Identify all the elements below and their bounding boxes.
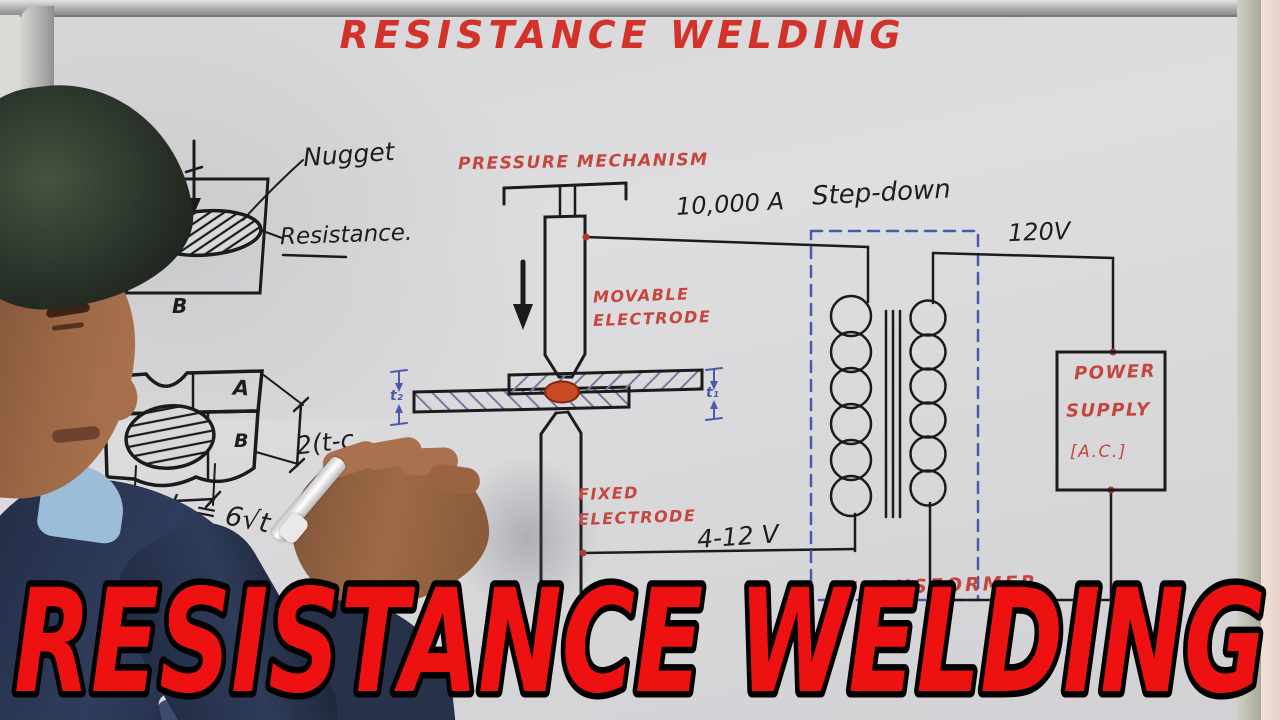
power-supply-label-3: [A.C.] — [1070, 442, 1127, 462]
power-supply-box — [1055, 350, 1167, 492]
resistance-label: Resistance. — [279, 219, 413, 251]
whiteboard-right-frame — [1237, 0, 1261, 720]
wall-right — [1261, 0, 1280, 720]
thickness-marks — [390, 367, 723, 426]
t2-label: t₂ — [390, 388, 403, 404]
movable-electrode-label-1: MOVABLE — [592, 284, 690, 307]
machine-sketch — [412, 181, 870, 594]
joint-plate-a-label: A — [232, 375, 250, 401]
joint-sketch — [102, 369, 310, 512]
video-title-overlay: RESISTANCE WELDING — [8, 558, 1273, 720]
fixed-electrode-label-1: FIXED — [577, 482, 640, 505]
primary-voltage-label: 120V — [1007, 216, 1071, 248]
whiteboard-top-frame — [0, 0, 1280, 17]
joint-plate-b-label: B — [234, 430, 249, 452]
board-title: RESISTANCE WELDING — [339, 13, 906, 57]
overlay-title-text: RESISTANCE WELDING — [14, 558, 1266, 720]
t1-label: t₁ — [706, 385, 719, 401]
power-supply-label-2: SUPPLY — [1065, 399, 1151, 422]
current-label: 10,000 A — [675, 187, 785, 221]
transformer-sketch — [809, 229, 1167, 605]
nugget-plate-b-label: B — [172, 294, 188, 318]
secondary-voltage-label: 4-12 V — [696, 519, 780, 554]
power-supply-label-1: POWER — [1073, 360, 1157, 385]
